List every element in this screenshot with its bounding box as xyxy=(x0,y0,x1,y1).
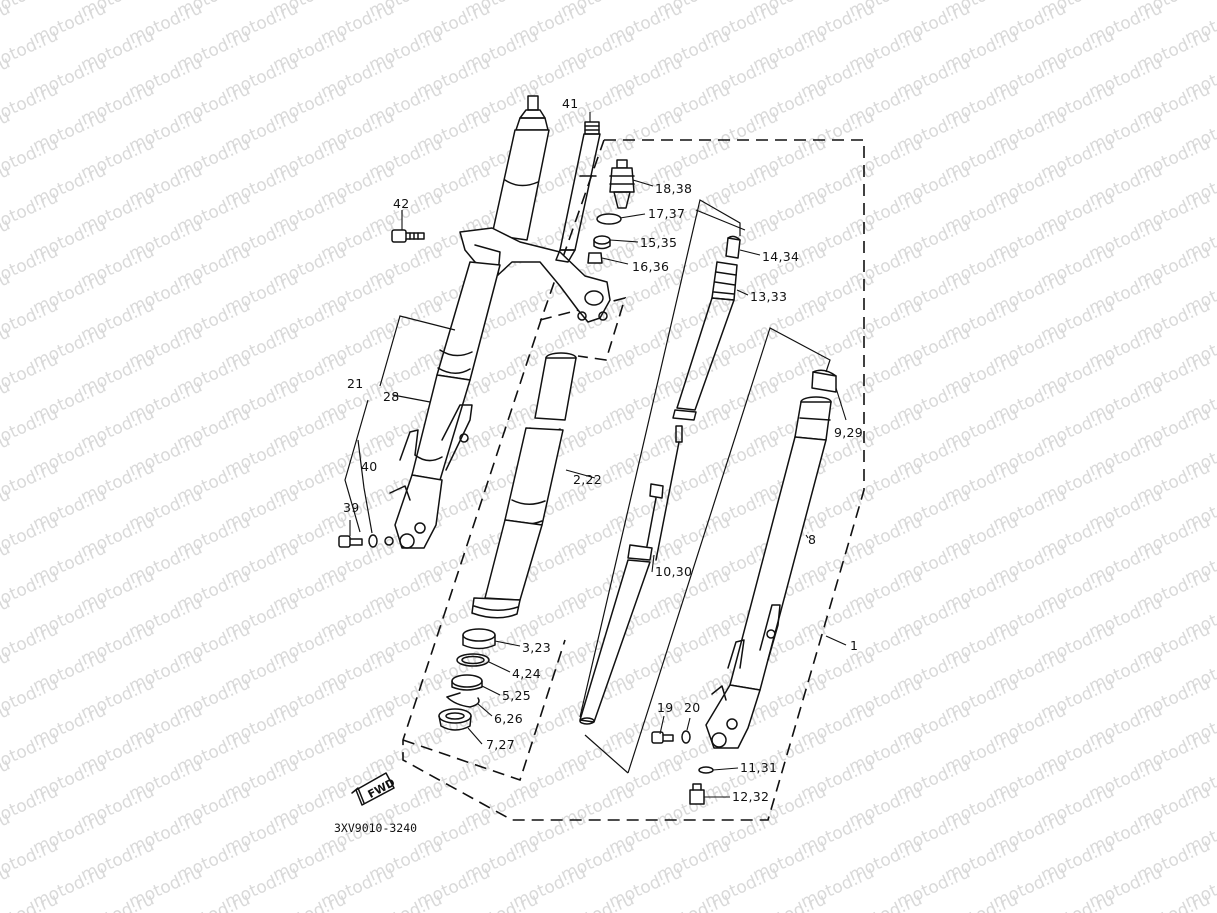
part-2-22-outer-tube xyxy=(471,352,577,619)
part-13-33-spring xyxy=(672,261,738,421)
bolt-39-washer-40 xyxy=(338,534,394,548)
part-12-32-drain-bolt xyxy=(689,783,705,805)
callout-16-36: 16,36 xyxy=(632,259,669,274)
watermark-text: motod.ru xyxy=(654,890,733,913)
part-41-damper-rod xyxy=(555,121,601,263)
part-16-36-nut xyxy=(587,252,603,264)
watermark-text: motod.ru xyxy=(750,890,829,913)
callout-5-25: 5,25 xyxy=(502,688,531,703)
part-7-27-dust-seal xyxy=(438,708,472,731)
callout-39: 39 xyxy=(343,500,360,515)
watermark-text: motod.ru xyxy=(846,890,925,913)
callout-6-26: 6,26 xyxy=(494,711,523,726)
callout-10-30: 10,30 xyxy=(655,564,692,579)
part-4-24-washer xyxy=(456,653,490,667)
part-8-fork-leg xyxy=(705,396,832,749)
watermark-text: motod.ru xyxy=(1038,890,1117,913)
callout-28: 28 xyxy=(383,389,400,404)
callout-3-23: 3,23 xyxy=(522,640,551,655)
watermark-text: motod.ru xyxy=(270,890,349,913)
part-18-38-adjuster xyxy=(609,159,635,209)
part-5-25-seal xyxy=(451,674,483,691)
callout-20: 20 xyxy=(684,700,701,715)
watermark-text: motod.ru xyxy=(942,890,1021,913)
callout-17-37: 17,37 xyxy=(648,206,685,221)
washer-20 xyxy=(681,730,691,744)
part-6-26-clip xyxy=(446,692,480,708)
leader-lines xyxy=(349,112,847,798)
part-17-37-oring xyxy=(596,213,622,225)
callout-2-22: 2,22 xyxy=(573,472,602,487)
callout-13-33: 13,33 xyxy=(750,289,787,304)
callout-21: 21 xyxy=(347,376,364,391)
callout-4-24: 4,24 xyxy=(512,666,541,681)
callout-41: 41 xyxy=(562,96,579,111)
callout-14-34: 14,34 xyxy=(762,249,799,264)
part-9-29-cap xyxy=(811,369,837,393)
watermark-text: motod.ru xyxy=(462,890,541,913)
callout-1: 1 xyxy=(850,638,858,653)
callout-19: 19 xyxy=(657,700,674,715)
callout-40: 40 xyxy=(361,459,378,474)
left-fork-assembly xyxy=(389,95,611,549)
assembly-outline-3 xyxy=(402,639,566,782)
part-11-31-washer xyxy=(698,766,714,774)
part-15-35-spacer xyxy=(593,235,611,250)
callout-11-31: 11,31 xyxy=(740,760,777,775)
watermark-text: motod.ru xyxy=(558,890,637,913)
callout-8: 8 xyxy=(808,532,816,547)
watermark-text: motod.ru xyxy=(174,890,253,913)
watermark-text: motod.ru xyxy=(1134,890,1213,913)
callout-brackets xyxy=(344,199,847,774)
bolt-19 xyxy=(651,731,674,744)
callout-18-38: 18,38 xyxy=(655,181,692,196)
bolt-42 xyxy=(391,229,425,243)
callout-42: 42 xyxy=(393,196,410,211)
watermark-text: motod.ru xyxy=(366,890,445,913)
callout-9-29: 9,29 xyxy=(834,425,863,440)
diagram-code: 3XV9010-3240 xyxy=(334,821,417,835)
part-10-30-damper-rod xyxy=(579,425,683,725)
part-14-34-cap xyxy=(725,235,741,259)
callout-15-35: 15,35 xyxy=(640,235,677,250)
watermark-text: motod.ru xyxy=(78,890,157,913)
callout-12-32: 12,32 xyxy=(732,789,769,804)
callout-labels: 41 42 18,38 17,37 15,35 16,36 14,34 13,3… xyxy=(343,96,863,804)
part-3-23-bushing xyxy=(462,628,496,650)
callout-7-27: 7,27 xyxy=(486,737,515,752)
